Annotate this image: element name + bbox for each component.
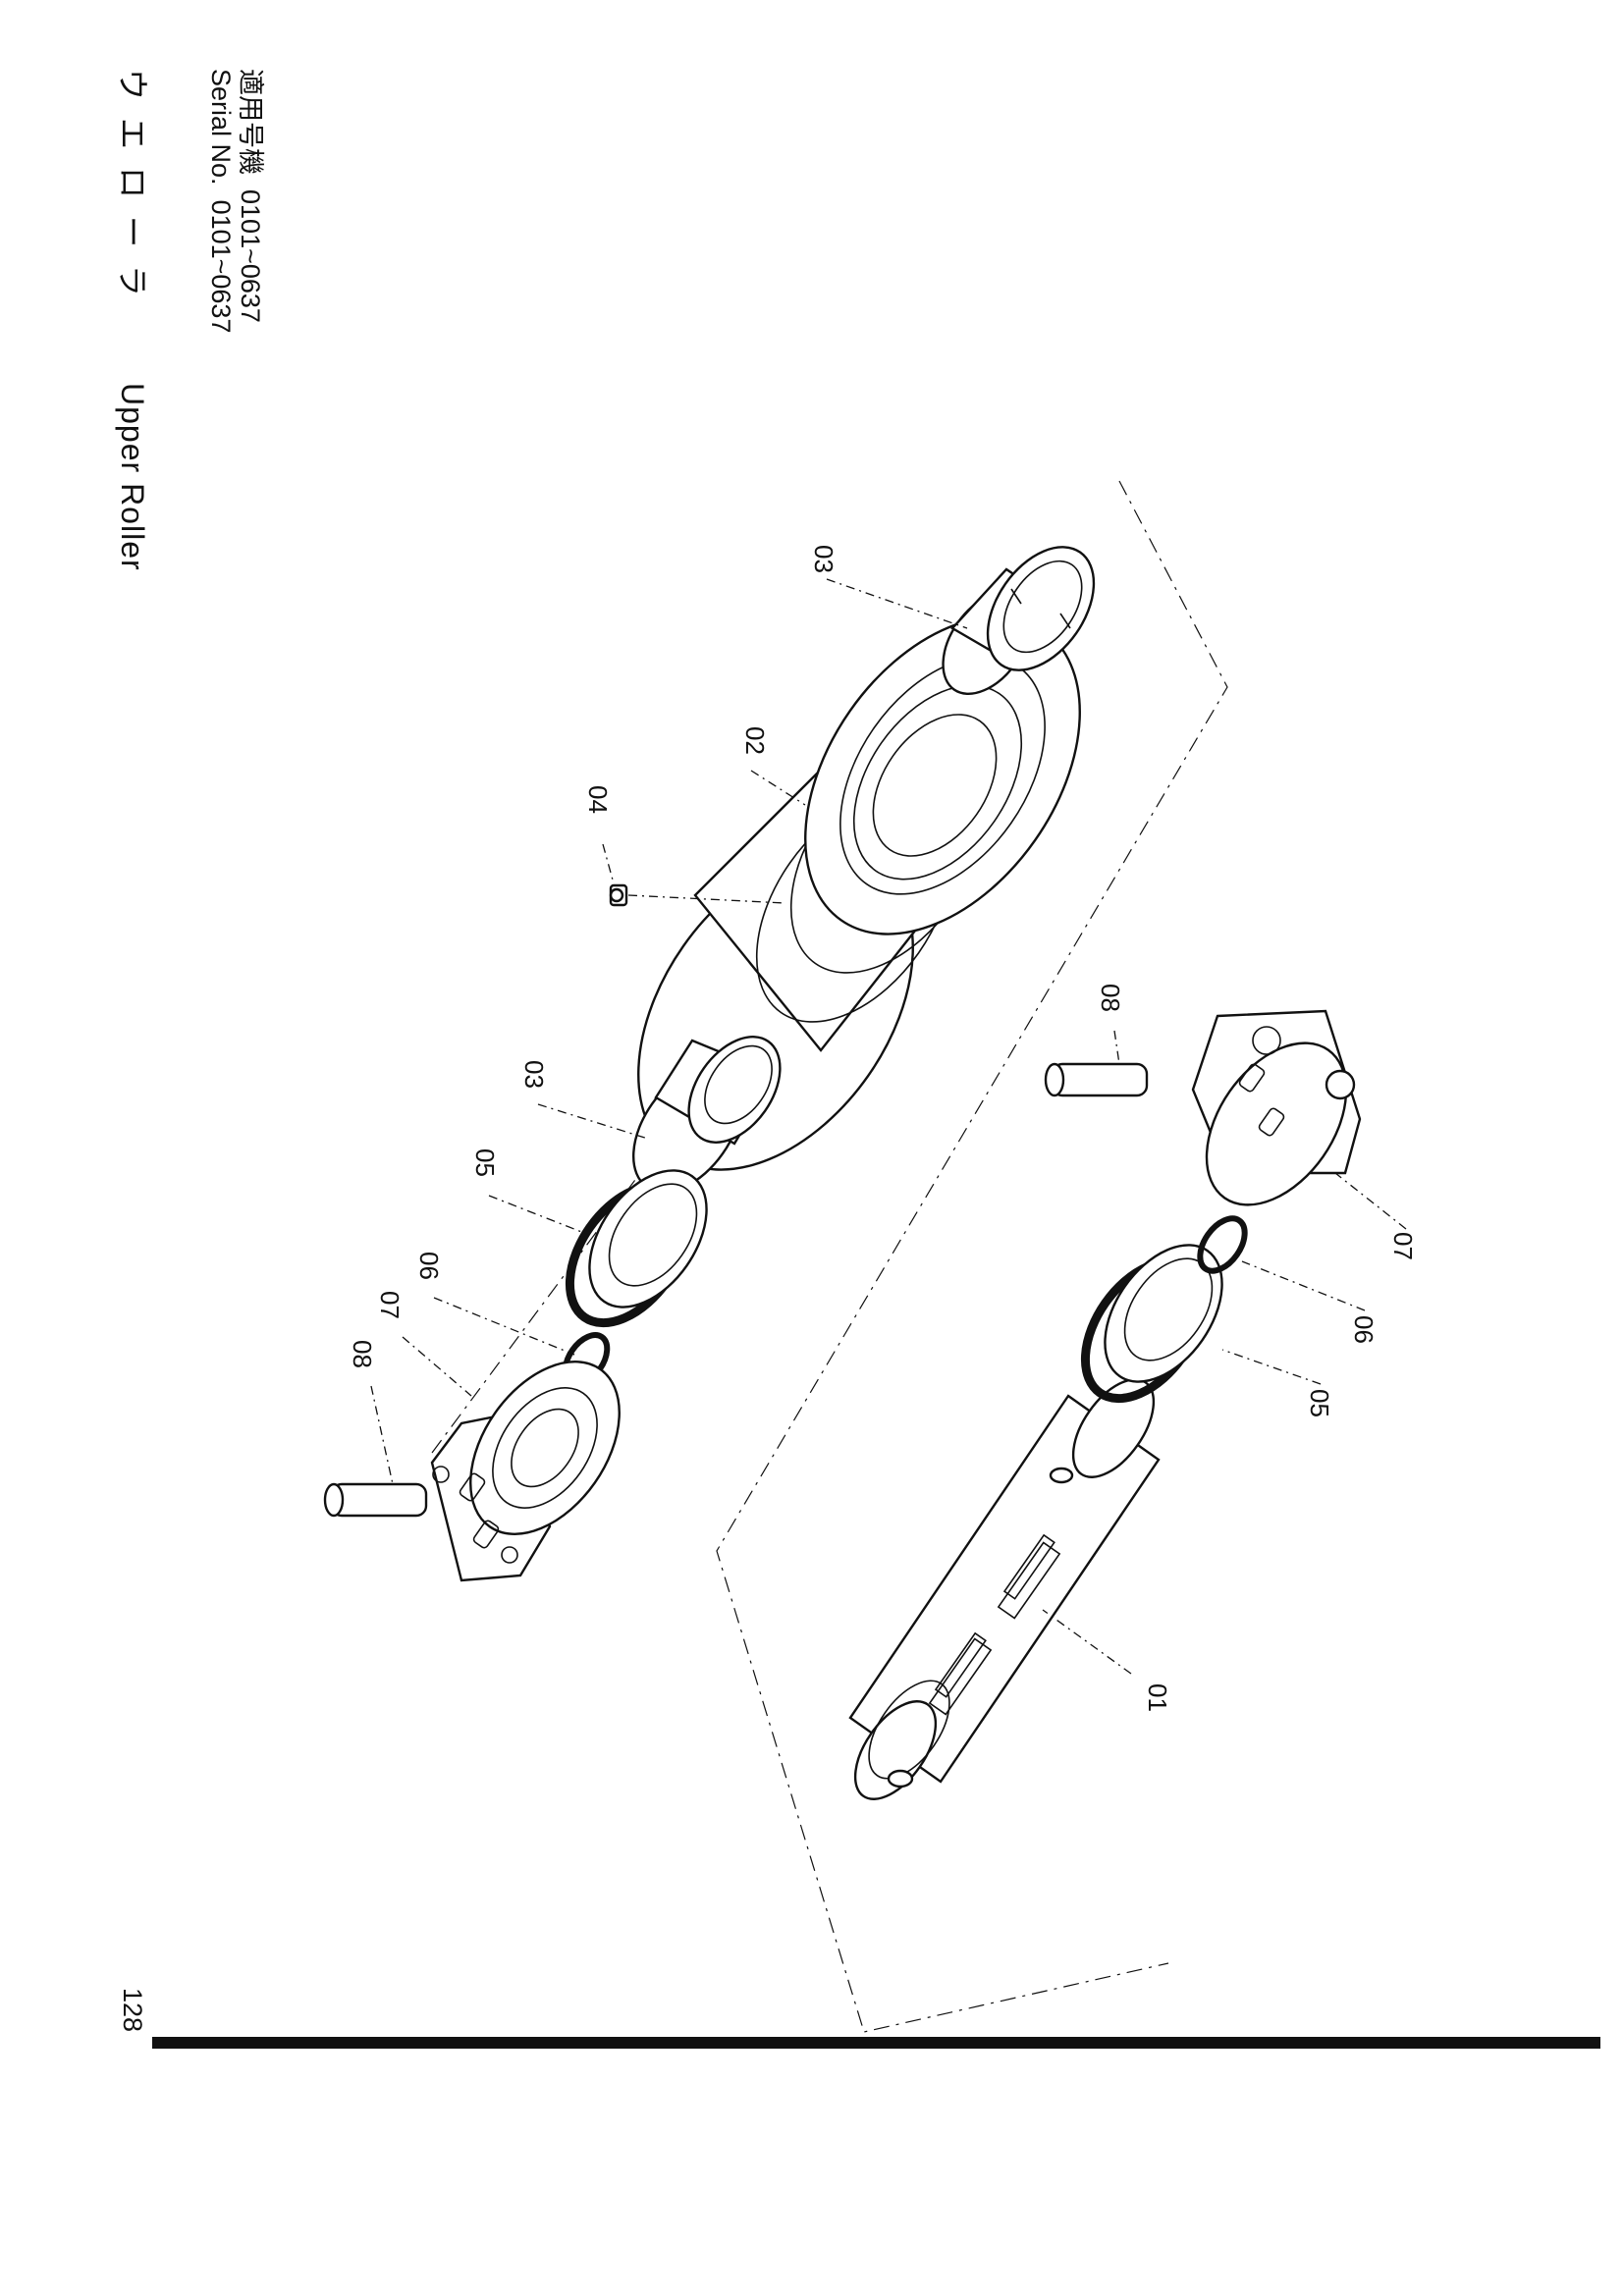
assembly-bracket-outline [716, 480, 1228, 2033]
part-05-floating-seal-right [1080, 1244, 1223, 1404]
part-03-bushing-left [631, 1036, 782, 1194]
part-04-plug [609, 883, 786, 907]
label-part-05-left: 05 [470, 1148, 500, 1177]
part-02-roller-body [637, 615, 1081, 1171]
label-part-02: 02 [740, 726, 770, 755]
label-part-06-left: 06 [414, 1252, 444, 1280]
label-part-07-left: 07 [375, 1291, 405, 1319]
label-part-06-right: 06 [1349, 1315, 1379, 1344]
part-08-pin-right [1044, 1062, 1149, 1097]
label-part-03-right: 03 [809, 545, 839, 573]
part-06-o-ring-right [1197, 1215, 1248, 1274]
leader-lines [370, 578, 1407, 1675]
label-part-08-left: 08 [348, 1340, 377, 1368]
part-07-support-right [1191, 1009, 1362, 1206]
part-01-shaft [848, 1378, 1161, 1800]
footer-rule [152, 2037, 1600, 2049]
part-05-floating-seal-left [565, 1169, 708, 1328]
label-part-01: 01 [1143, 1683, 1172, 1712]
label-part-08-right: 08 [1096, 984, 1125, 1012]
label-part-05-right: 05 [1305, 1389, 1334, 1417]
part-08-pin-left [323, 1482, 428, 1518]
part-07-support-left [430, 1360, 621, 1582]
label-part-07-right: 07 [1388, 1232, 1418, 1260]
label-part-03-left: 03 [519, 1060, 549, 1089]
label-part-04: 04 [583, 785, 613, 814]
part-03-bushing-right [942, 546, 1096, 696]
